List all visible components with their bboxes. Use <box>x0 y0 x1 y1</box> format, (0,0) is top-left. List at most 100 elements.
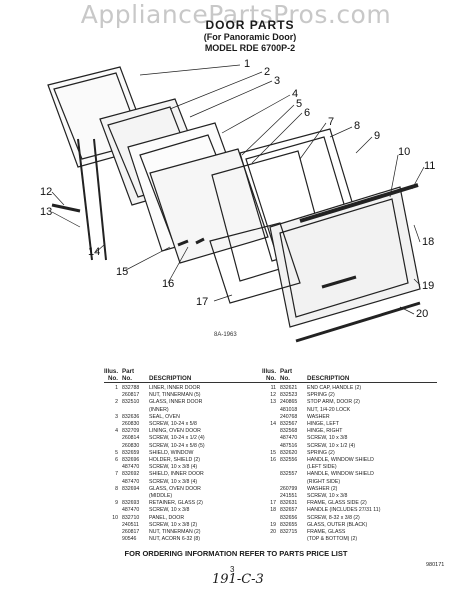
part-no: 487470 <box>122 478 140 485</box>
callout-10: 10 <box>398 146 410 158</box>
illus-header: Illus.No. <box>104 368 122 382</box>
part-description: LINING, OVEN DOOR <box>149 428 201 435</box>
part-no: 832715 <box>280 529 298 536</box>
illus-no: 5 <box>115 449 118 456</box>
callout-2: 2 <box>264 66 270 78</box>
callout-1: 1 <box>244 58 250 70</box>
illus-no: 14 <box>270 421 276 428</box>
part-no: 832659 <box>122 449 140 456</box>
illus-no: 13 <box>270 399 276 406</box>
part-no: 832620 <box>280 449 298 456</box>
part-description: RETAINER, GLASS (2) <box>149 500 203 507</box>
illus-no <box>262 536 280 543</box>
part-description: GLASS, OVEN DOOR <box>149 485 201 492</box>
illus-no <box>262 486 280 493</box>
illus-no <box>262 428 280 435</box>
illus-no: 9 <box>115 500 118 507</box>
description-header: DESCRIPTION <box>149 368 279 382</box>
part-no: 240768 <box>280 413 298 420</box>
illus-no <box>104 529 122 536</box>
part-no: 832693 <box>122 500 140 507</box>
illus-no <box>104 479 122 486</box>
callout-6: 6 <box>304 107 310 119</box>
part-no: 240865 <box>280 399 298 406</box>
callout-19: 19 <box>422 280 434 292</box>
illus-no <box>104 443 122 450</box>
illus-no: 7 <box>115 471 118 478</box>
part-no: 832621 <box>280 385 298 391</box>
illus-no <box>104 507 122 514</box>
part-no: 832631 <box>280 500 298 507</box>
part-description: (LEFT SIDE) <box>307 464 337 471</box>
part-description: SCREW, 10 x 3/8 (4) <box>149 478 198 485</box>
part-no-label: No. <box>122 375 132 382</box>
callout-15: 15 <box>116 266 128 278</box>
illus-no-label: No. <box>108 375 118 382</box>
illus-no <box>104 392 122 399</box>
part-description: SCREW, 10-24 x 5/8 <box>149 421 197 428</box>
illus-no: 20 <box>270 529 276 536</box>
part-5-window-shield <box>149 148 269 264</box>
part-no: 260830 <box>122 442 140 449</box>
part-no: 832556 <box>280 457 298 464</box>
part-label: Part <box>122 368 135 375</box>
part-description: SCREW, 10 x 3/8 (4) <box>149 464 198 471</box>
part-no <box>122 493 149 500</box>
illus-no: 16 <box>270 457 276 464</box>
model-number: MODEL RDE 6700P-2 <box>204 43 296 53</box>
illus-no: 6 <box>115 457 118 464</box>
part-description: (RIGHT SIDE) <box>307 478 341 485</box>
illus-no <box>104 407 122 414</box>
part-no: 832656 <box>280 514 298 521</box>
part-no: 832692 <box>122 471 140 478</box>
illus-no: 4 <box>115 428 118 435</box>
part-18-handle <box>299 183 419 223</box>
part-description: SHIELD, WINDOW <box>149 449 194 456</box>
part-description: (INNER) <box>149 406 169 413</box>
illus-no: 2 <box>115 399 118 406</box>
page-number: 3 <box>230 565 235 574</box>
part-description: NUT, ACORN 6-32 (8) <box>149 536 201 543</box>
table-row: (RIGHT SIDE) <box>262 479 437 486</box>
illus-no <box>262 493 280 500</box>
illus-no <box>104 536 122 543</box>
part-no: 481018 <box>280 406 298 413</box>
illus-no <box>104 464 122 471</box>
part-no: 260799 <box>280 485 298 492</box>
part-no <box>122 407 149 414</box>
part-no: 832557 <box>280 471 298 478</box>
illus-no <box>262 464 280 471</box>
watermark: AppliancePartsPros.com <box>80 0 392 29</box>
illus-no: 8 <box>115 485 118 492</box>
illus-no <box>262 443 280 450</box>
part-description: HANDLE (INCLUDES 27/31 11) <box>307 507 381 514</box>
description-header: DESCRIPTION <box>307 368 437 382</box>
page-subtitle: (For Panoramic Door) <box>203 32 297 42</box>
part-no: 487470 <box>122 507 140 514</box>
illus-no: 3 <box>115 413 118 420</box>
callout-9: 9 <box>374 130 380 142</box>
part-no: 240511 <box>122 521 139 528</box>
part-no: 260817 <box>122 529 140 536</box>
